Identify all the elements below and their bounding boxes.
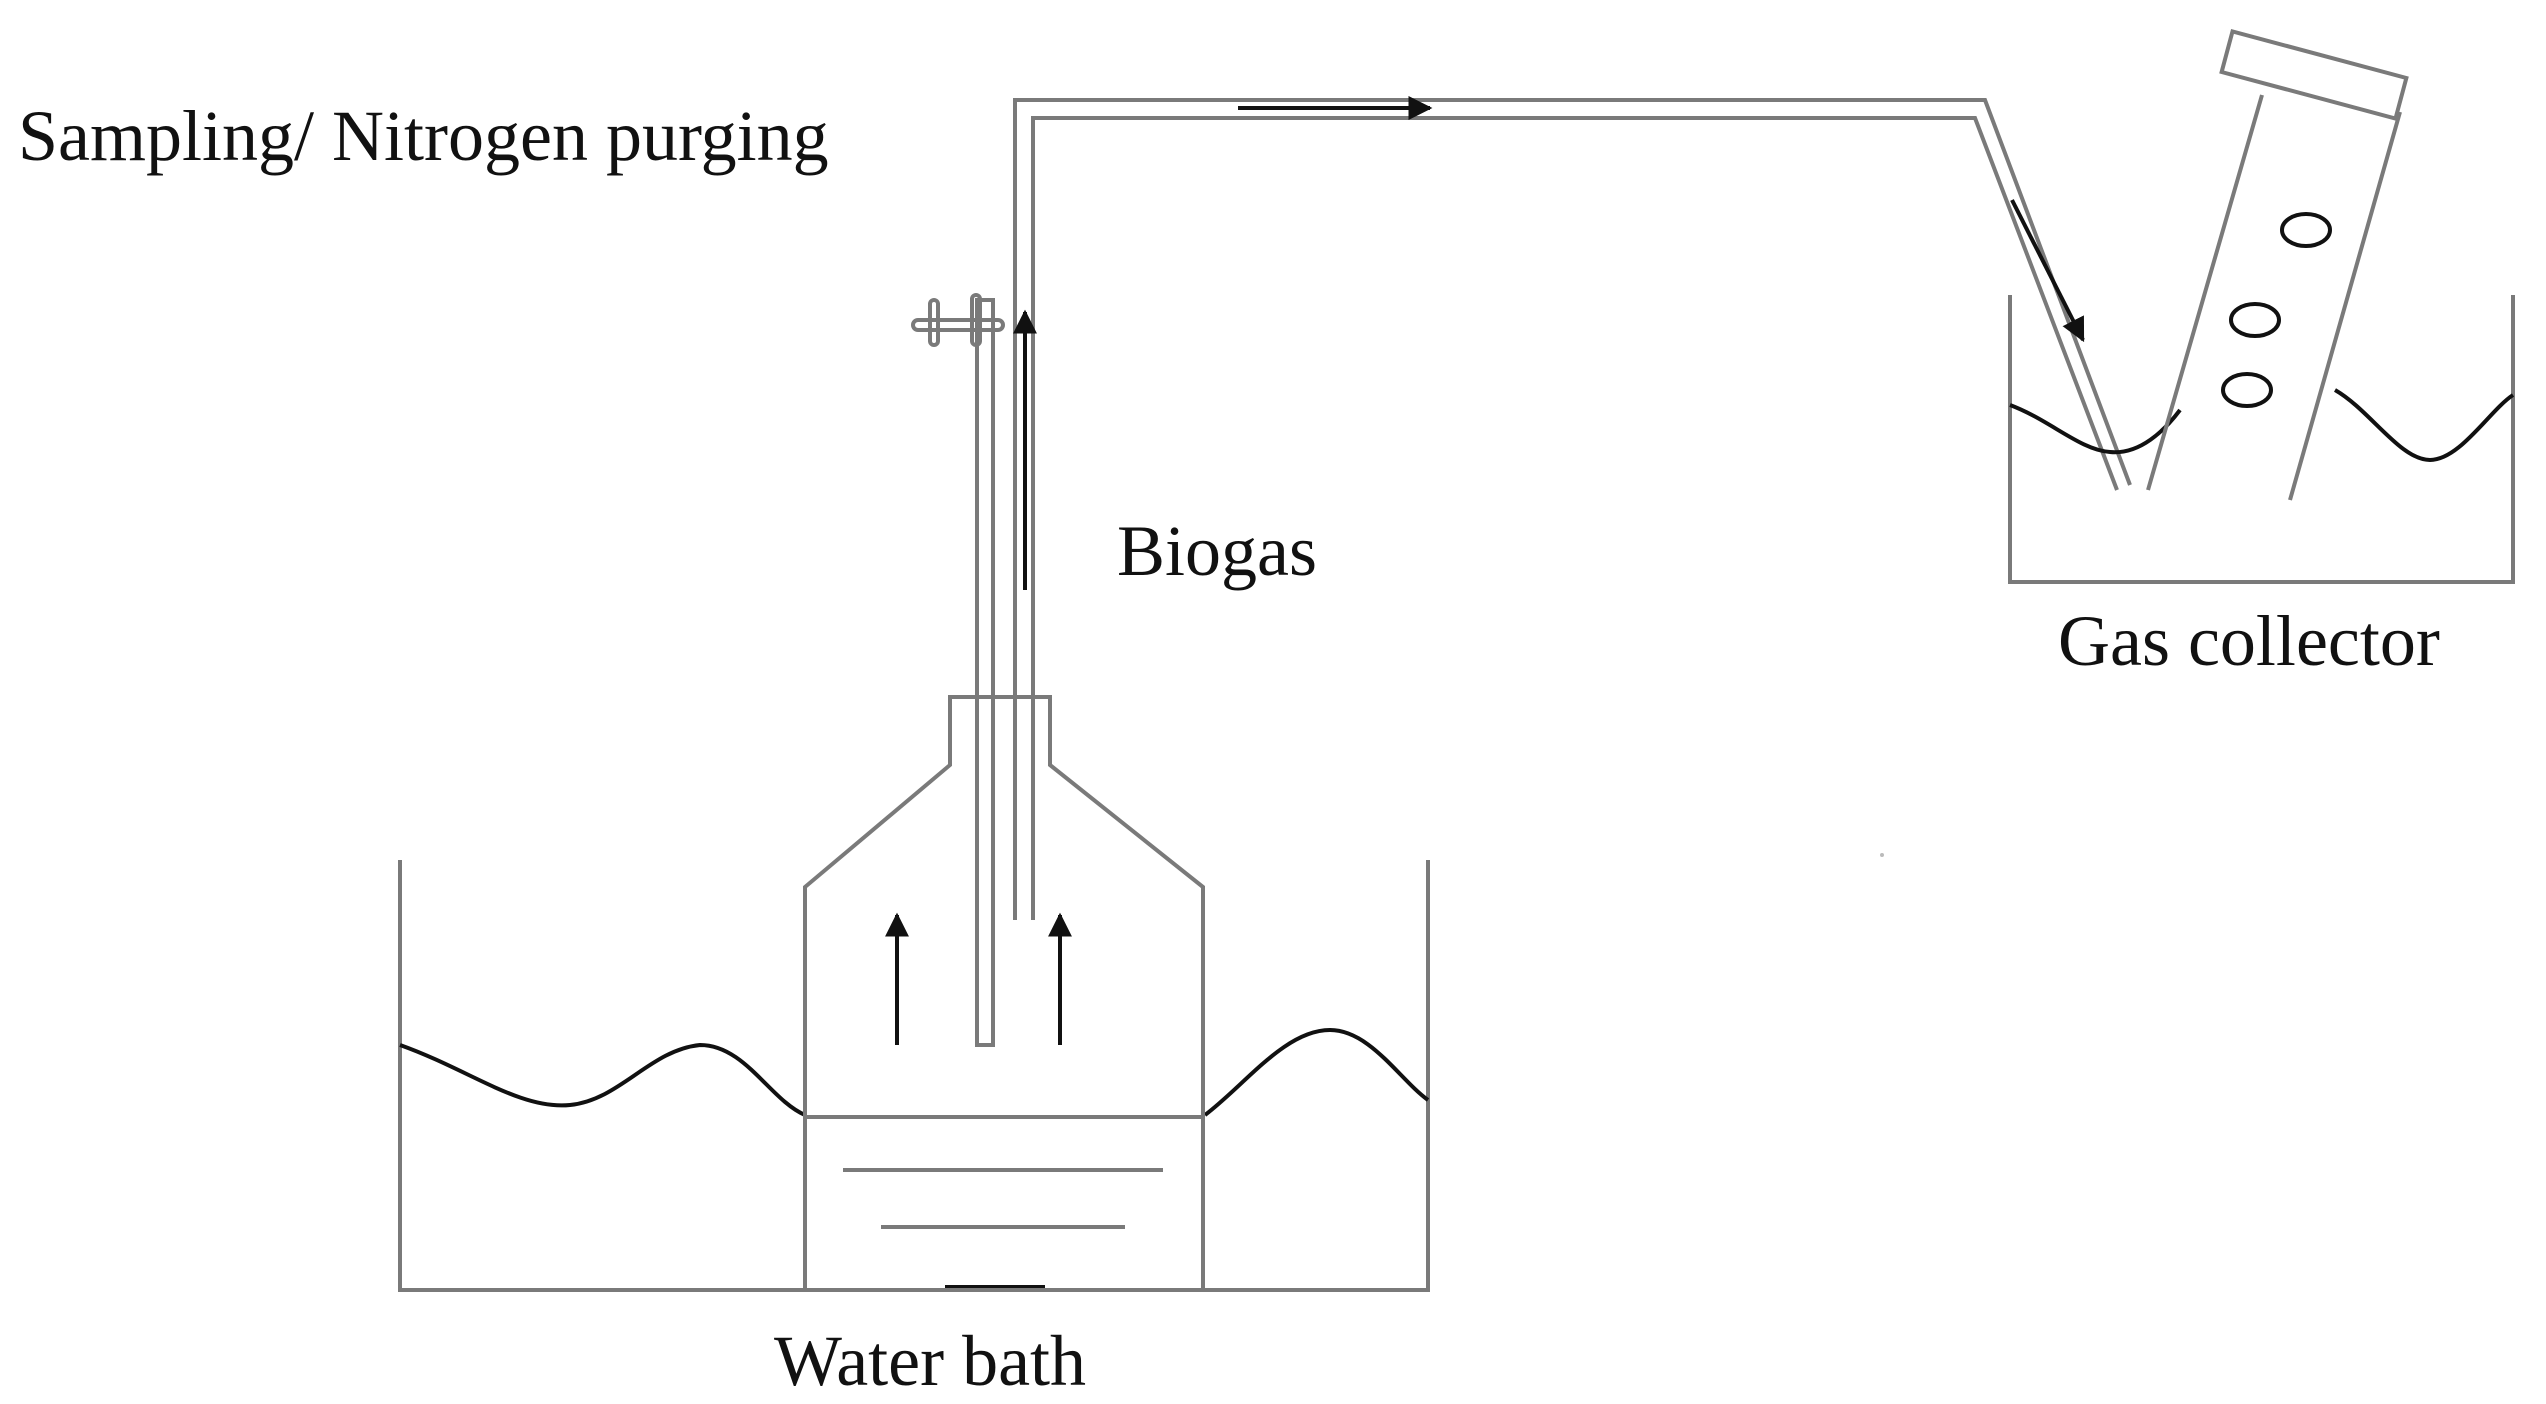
gas-bubble-2 [2229, 302, 2281, 338]
speck [1880, 853, 1884, 857]
gas-collector [2008, 295, 2515, 584]
reactor-bottle [803, 695, 1205, 1292]
flow-arrows [885, 96, 2085, 1045]
sampling-clamp-bar [911, 318, 1005, 332]
collector-water-left [2009, 403, 2182, 455]
sampling-tube [911, 293, 1005, 1047]
gas-bubble-3 [2221, 372, 2273, 408]
gas-tube-outer [1013, 98, 2132, 920]
biogas-label: Biogas [1117, 511, 1318, 591]
reactor-bottle-outline [803, 695, 1205, 1292]
gas-bubble-1 [2280, 212, 2332, 248]
collection-tube [2146, 28, 2409, 501]
gas-bubbles [2221, 212, 2332, 408]
collector-water-right [2334, 388, 2515, 463]
sampling-clamp-knob-right [970, 293, 982, 347]
collection-tube-left-wall [2146, 94, 2264, 491]
sampling-clamp-knob-left [928, 298, 940, 347]
collection-tube-cap [2219, 28, 2409, 122]
sampling-label: Sampling/ Nitrogen purging [18, 96, 829, 176]
gas-tube-inner [1031, 116, 2119, 920]
gas-collector-label: Gas collector [2058, 601, 2440, 681]
collection-tube-right-wall [2288, 111, 2402, 501]
flow-down-arrow [2010, 199, 2085, 343]
water-bath-label: Water bath [774, 1321, 1087, 1401]
water-bath-water-left [399, 1042, 806, 1117]
sampling-tube-body [975, 298, 995, 1047]
water-bath-water-right [1203, 1027, 1430, 1117]
gas-tube [1013, 98, 2132, 920]
gas-collector-basin [2008, 295, 2515, 584]
